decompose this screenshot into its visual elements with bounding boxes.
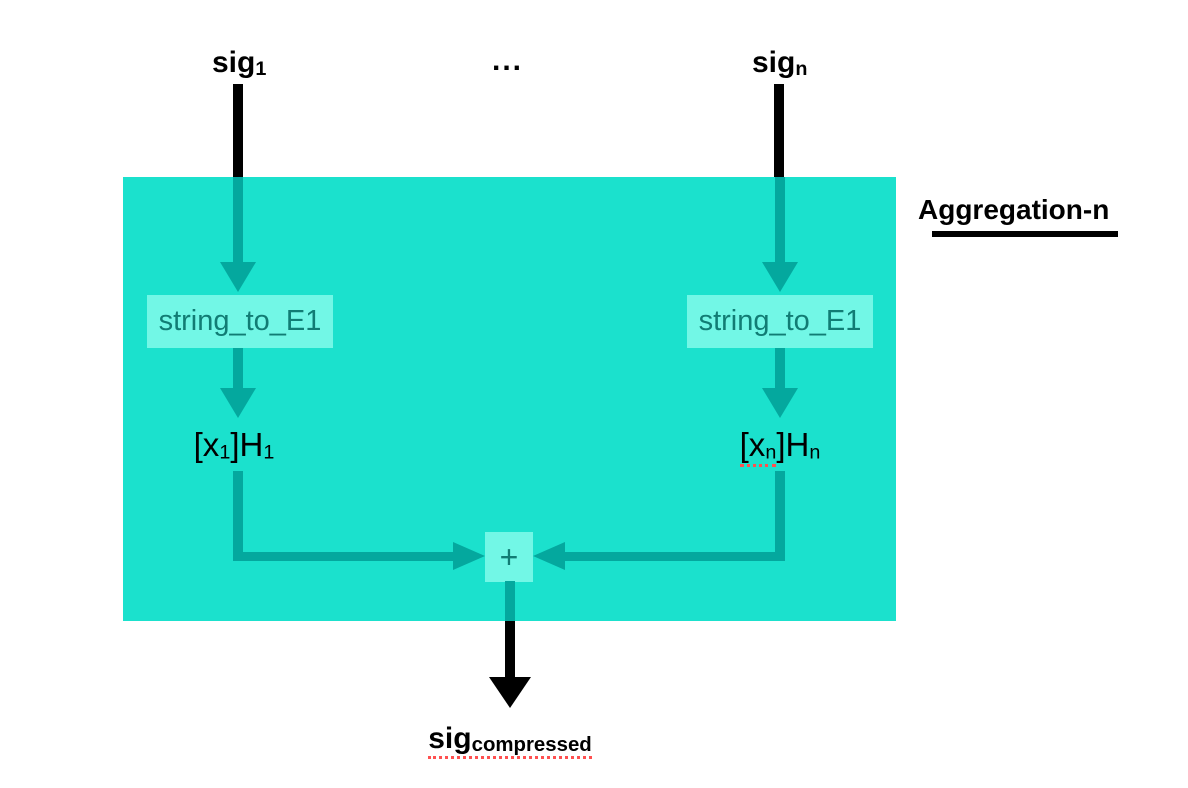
- point-label-right: [xn]Hn: [705, 426, 855, 467]
- point-left-p2: ]H: [230, 426, 264, 463]
- point-left-s2: 1: [263, 441, 275, 464]
- right-elbow-horizontal: [565, 552, 785, 561]
- point-left-s1: 1: [219, 441, 231, 464]
- left-top-arrow-shaft: [233, 177, 243, 263]
- ellipsis-label: ...: [492, 44, 524, 77]
- point-right-p2: ]H: [776, 426, 810, 463]
- left-elbow-vertical: [233, 471, 243, 556]
- output-arrow-head: [489, 677, 531, 708]
- output-arrow-shaft-inner: [505, 581, 515, 621]
- panel-title-underline: [932, 231, 1118, 237]
- point-right-p1: [x: [739, 426, 766, 463]
- point-right-s2: n: [809, 441, 821, 464]
- output-base: sig: [428, 722, 472, 755]
- left-elbow-horizontal: [233, 552, 453, 561]
- input-label-sign: sign: [752, 46, 807, 81]
- right-elbow-arrow-head: [533, 542, 565, 570]
- point-right-s1: n: [765, 441, 777, 464]
- output-spellcheck: sigcompressed: [428, 722, 592, 759]
- left-top-arrow-head: [220, 262, 256, 292]
- process-box-right: string_to_E1: [687, 295, 873, 348]
- point-right-spellcheck: [xn: [739, 426, 777, 467]
- input-arrow-left-shaft: [233, 84, 243, 177]
- output-arrow-shaft-outer: [505, 621, 515, 678]
- right-top-arrow-head: [762, 262, 798, 292]
- panel-title: Aggregation-n: [918, 194, 1110, 225]
- right-mid-arrow-head: [762, 388, 798, 418]
- output-label: sigcompressed: [410, 722, 610, 759]
- right-mid-arrow-shaft: [775, 348, 785, 389]
- right-elbow-vertical: [775, 471, 785, 556]
- point-label-left: [x1]H1: [159, 426, 309, 464]
- sig1-subscript: 1: [255, 57, 267, 80]
- left-mid-arrow-shaft: [233, 348, 243, 389]
- process-box-left: string_to_E1: [147, 295, 333, 348]
- right-top-arrow-shaft: [775, 177, 785, 263]
- left-mid-arrow-head: [220, 388, 256, 418]
- left-elbow-arrow-head: [453, 542, 485, 570]
- output-subscript: compressed: [471, 733, 592, 756]
- sig1-base: sig: [212, 46, 256, 79]
- sign-base: sig: [752, 46, 796, 79]
- sign-subscript: n: [795, 57, 808, 80]
- input-arrow-right-shaft: [774, 84, 784, 177]
- input-label-sig1: sig1: [212, 46, 266, 81]
- plus-box: +: [485, 532, 533, 582]
- point-left-p1: [x: [193, 426, 220, 463]
